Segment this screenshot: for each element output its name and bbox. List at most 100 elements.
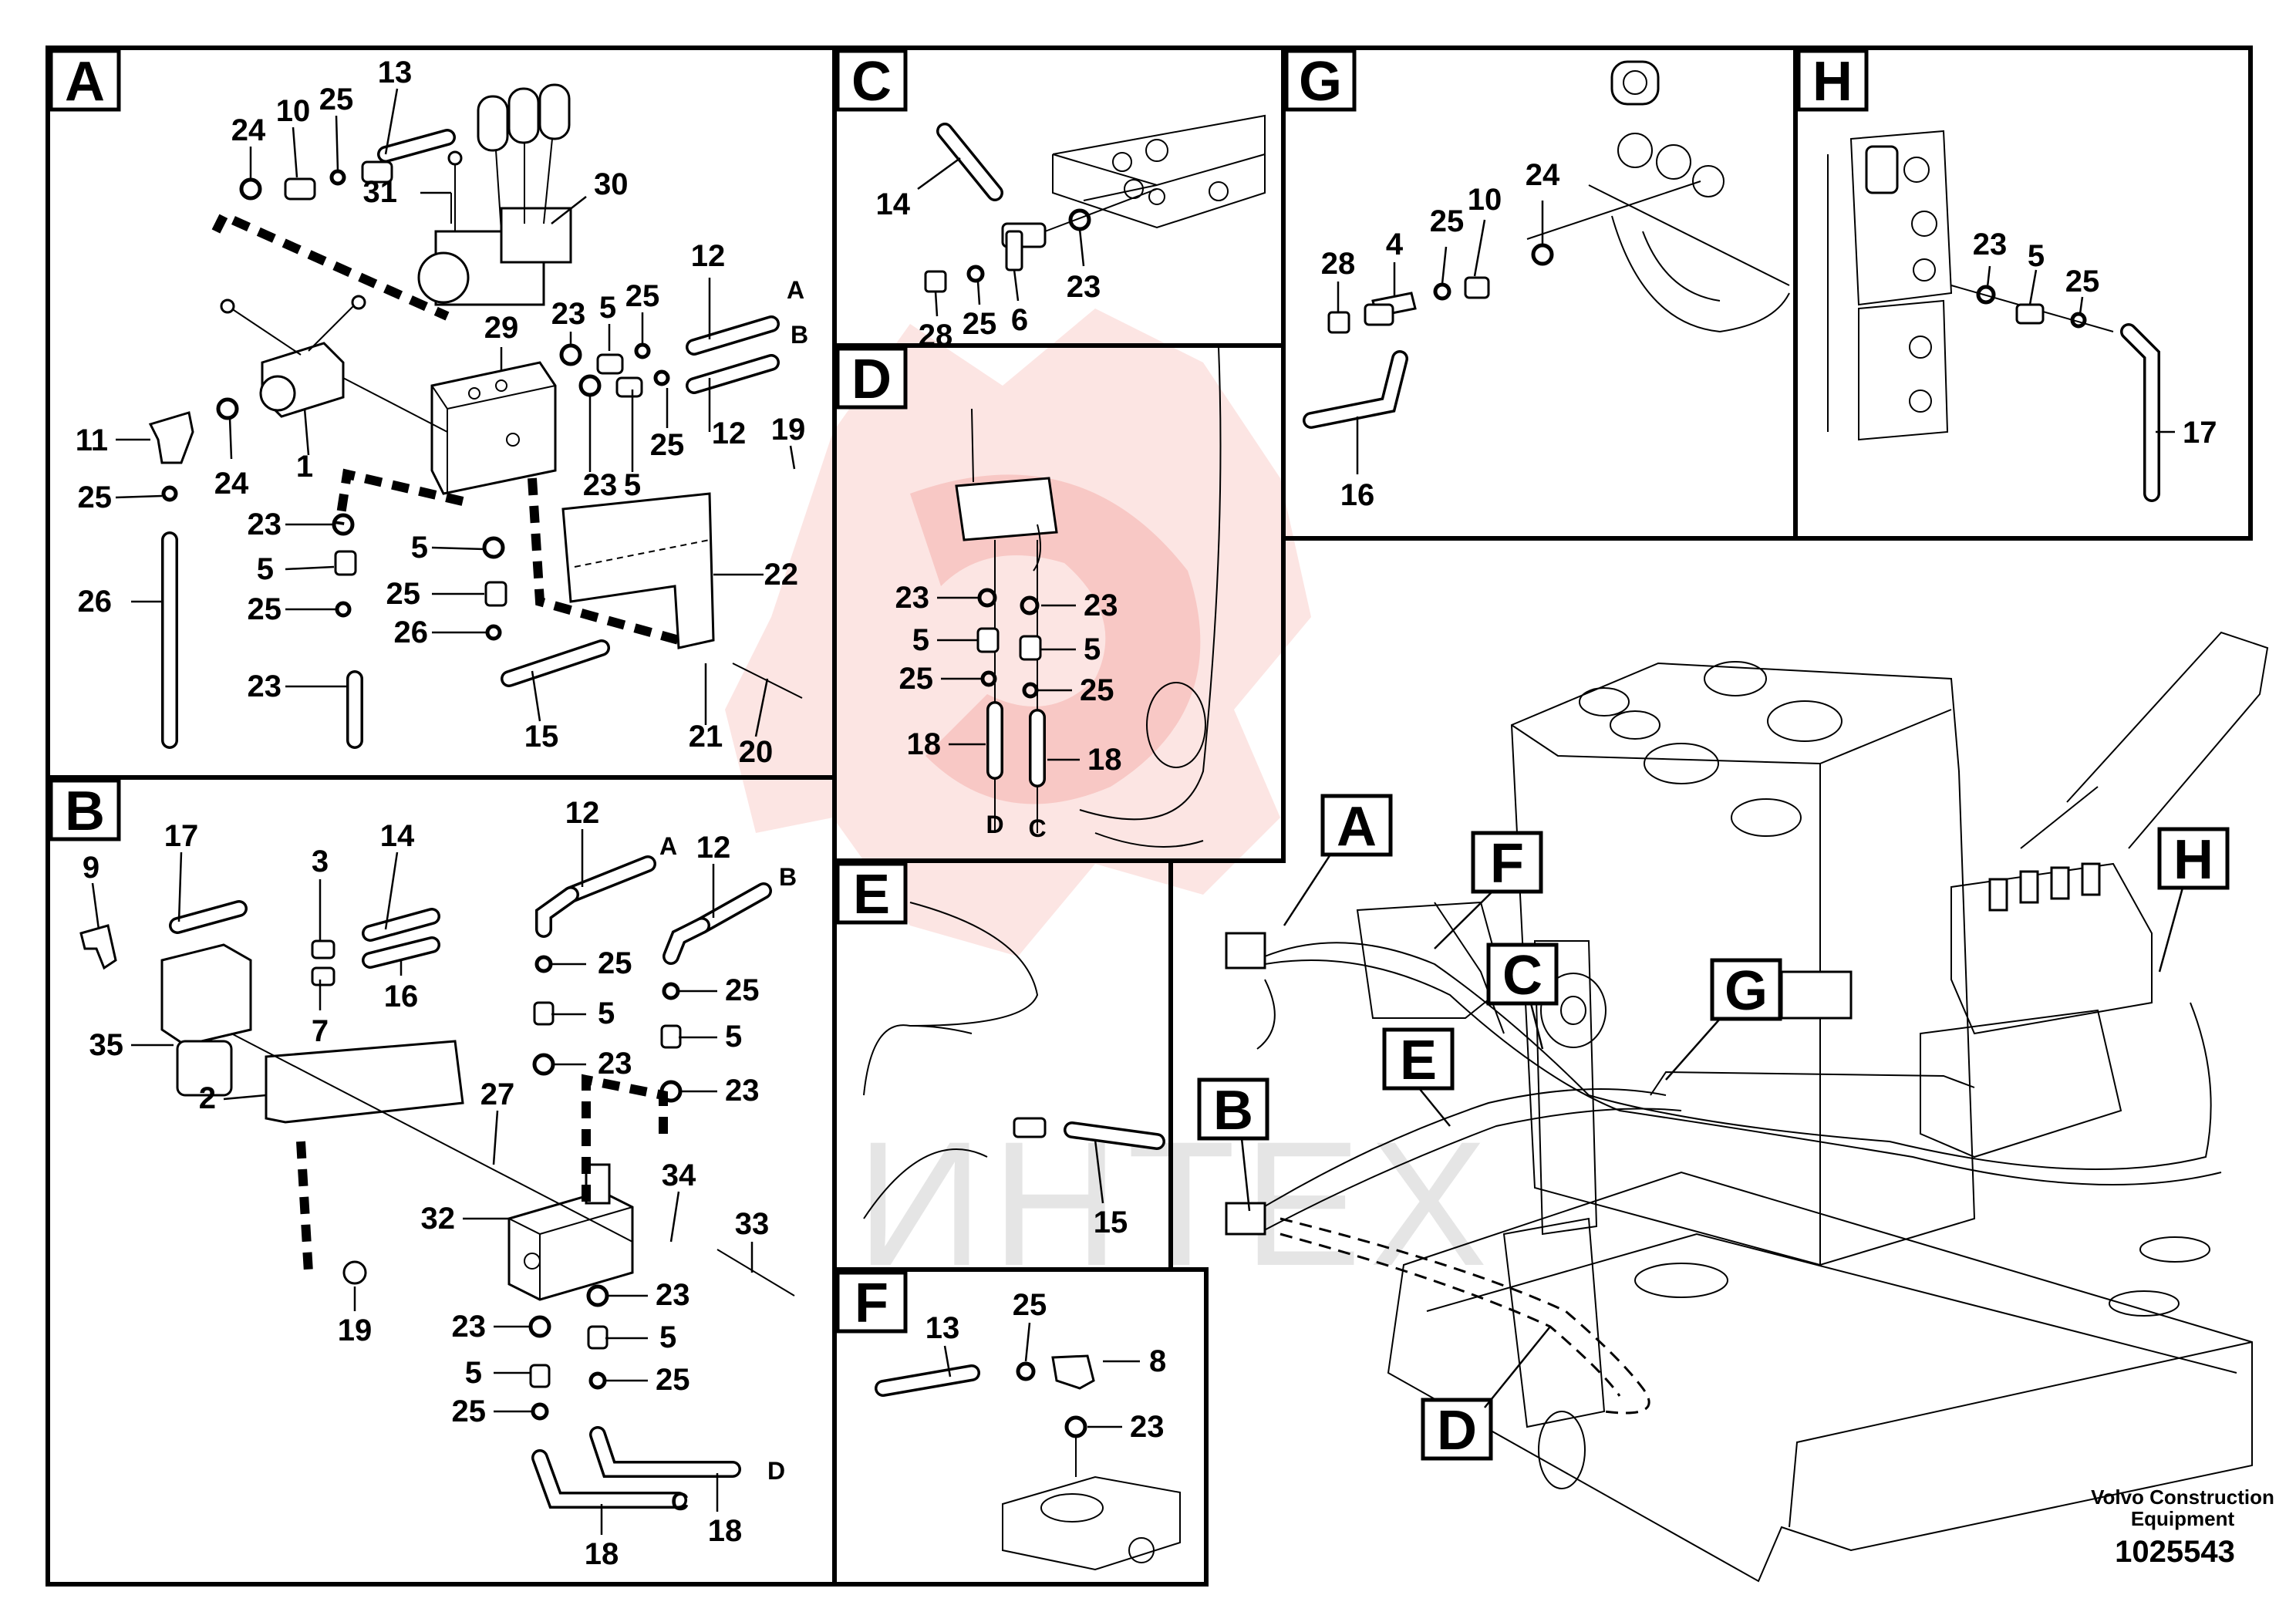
svg-text:25: 25 bbox=[386, 577, 421, 611]
svg-text:5: 5 bbox=[599, 291, 616, 325]
panel-h-frame bbox=[1793, 46, 2253, 541]
svg-text:5: 5 bbox=[2028, 239, 2045, 273]
svg-text:25: 25 bbox=[1013, 1288, 1047, 1322]
svg-text:30: 30 bbox=[594, 167, 629, 201]
overview-label-h: H bbox=[2157, 827, 2230, 973]
svg-text:A: A bbox=[659, 832, 677, 860]
panel-c-callouts: 14 28 25 6 23 bbox=[876, 157, 1101, 352]
svg-text:16: 16 bbox=[1340, 478, 1375, 512]
svg-text:12: 12 bbox=[696, 831, 731, 865]
svg-text:23: 23 bbox=[248, 508, 282, 541]
svg-text:23: 23 bbox=[1084, 588, 1118, 622]
panel-g-illustration bbox=[1303, 60, 1790, 429]
svg-text:24: 24 bbox=[214, 467, 249, 501]
svg-text:A: A bbox=[65, 51, 105, 113]
svg-text:19: 19 bbox=[338, 1313, 373, 1347]
svg-text:25: 25 bbox=[1430, 204, 1465, 238]
svg-text:23: 23 bbox=[551, 297, 586, 331]
svg-text:32: 32 bbox=[421, 1202, 456, 1236]
svg-text:A: A bbox=[787, 276, 804, 304]
svg-text:25: 25 bbox=[899, 662, 934, 696]
svg-text:15: 15 bbox=[524, 720, 559, 754]
svg-text:B: B bbox=[779, 863, 797, 891]
svg-text:23: 23 bbox=[583, 468, 618, 502]
svg-text:11: 11 bbox=[76, 423, 108, 457]
svg-text:D: D bbox=[767, 1457, 785, 1485]
panel-e-callouts: 15 bbox=[1094, 1139, 1128, 1239]
svg-text:G: G bbox=[1725, 960, 1768, 1022]
overview-label-e: E bbox=[1382, 1027, 1455, 1127]
svg-text:21: 21 bbox=[689, 720, 723, 754]
company-name: Volvo Construction bbox=[2091, 1485, 2274, 1509]
svg-text:D: D bbox=[851, 349, 892, 410]
svg-text:23: 23 bbox=[452, 1310, 487, 1344]
drawing-number: 1025543 bbox=[2115, 1535, 2235, 1569]
svg-text:8: 8 bbox=[1149, 1344, 1166, 1378]
panel-d-label: D bbox=[835, 346, 908, 410]
panel-f-illustration bbox=[875, 1354, 1181, 1571]
svg-text:23: 23 bbox=[598, 1047, 632, 1081]
svg-text:23: 23 bbox=[1973, 228, 2008, 261]
panel-g-callouts: 28 4 25 10 24 16 bbox=[1321, 158, 1560, 512]
svg-text:25: 25 bbox=[319, 83, 354, 116]
svg-text:10: 10 bbox=[276, 94, 311, 128]
panel-a-illustration bbox=[148, 83, 803, 749]
svg-text:23: 23 bbox=[1067, 270, 1101, 304]
svg-text:25: 25 bbox=[625, 279, 660, 313]
valve-block-32 bbox=[507, 1163, 634, 1301]
panel-d-callouts: 23 23 5 5 25 25 18 18 D C bbox=[895, 581, 1122, 842]
svg-text:4: 4 bbox=[1386, 228, 1404, 261]
svg-text:33: 33 bbox=[735, 1207, 770, 1241]
panel-e-label: E bbox=[835, 862, 908, 926]
svg-text:12: 12 bbox=[712, 416, 747, 450]
panel-c-label: C bbox=[835, 49, 908, 113]
svg-text:F: F bbox=[855, 1273, 888, 1334]
svg-text:9: 9 bbox=[83, 851, 99, 885]
svg-text:C: C bbox=[1028, 814, 1046, 842]
svg-text:27: 27 bbox=[480, 1077, 515, 1111]
svg-text:35: 35 bbox=[89, 1028, 124, 1062]
svg-text:D: D bbox=[1437, 1400, 1477, 1462]
svg-text:12: 12 bbox=[691, 239, 726, 273]
svg-text:14: 14 bbox=[876, 187, 911, 221]
panel-a-callouts: 24 10 25 13 31 30 29 23 5 25 12 A B 11 2… bbox=[76, 56, 808, 769]
panel-h-label: H bbox=[1796, 49, 1869, 113]
overview-labels: A F C G H E B bbox=[1197, 794, 2230, 1462]
svg-text:B: B bbox=[65, 781, 105, 842]
svg-text:28: 28 bbox=[919, 319, 953, 352]
overview-label-c: C bbox=[1486, 943, 1559, 1050]
svg-text:14: 14 bbox=[380, 819, 415, 853]
svg-text:29: 29 bbox=[484, 311, 519, 345]
overview-label-f: F bbox=[1434, 831, 1543, 949]
panel-d-illustration bbox=[955, 346, 1222, 848]
panel-c-illustration bbox=[924, 114, 1266, 293]
svg-text:D: D bbox=[986, 811, 1003, 838]
svg-text:5: 5 bbox=[598, 996, 615, 1030]
svg-text:22: 22 bbox=[764, 558, 799, 592]
svg-text:5: 5 bbox=[465, 1356, 482, 1390]
svg-text:12: 12 bbox=[565, 796, 600, 830]
svg-text:23: 23 bbox=[1130, 1410, 1165, 1444]
svg-text:5: 5 bbox=[912, 623, 929, 657]
shuttle-valve-35 bbox=[160, 943, 252, 1097]
svg-text:E: E bbox=[1400, 1030, 1437, 1091]
svg-text:26: 26 bbox=[394, 615, 429, 649]
panel-g-frame bbox=[1281, 46, 1798, 541]
svg-text:5: 5 bbox=[725, 1020, 742, 1054]
svg-text:25: 25 bbox=[598, 946, 632, 980]
overview-label-a: A bbox=[1283, 794, 1393, 926]
panel-b-illustration bbox=[79, 855, 795, 1509]
panel-f-label: F bbox=[835, 1270, 908, 1334]
svg-text:25: 25 bbox=[2065, 265, 2100, 298]
svg-text:23: 23 bbox=[248, 669, 282, 703]
svg-text:25: 25 bbox=[725, 973, 760, 1007]
svg-text:17: 17 bbox=[2183, 416, 2217, 450]
company-name-line2: Equipment bbox=[2131, 1507, 2235, 1530]
svg-text:C: C bbox=[671, 1488, 689, 1516]
svg-text:5: 5 bbox=[411, 531, 428, 565]
svg-text:C: C bbox=[851, 51, 892, 113]
selector-valve-1 bbox=[220, 295, 448, 433]
svg-text:25: 25 bbox=[248, 592, 282, 626]
svg-text:20: 20 bbox=[739, 735, 774, 769]
